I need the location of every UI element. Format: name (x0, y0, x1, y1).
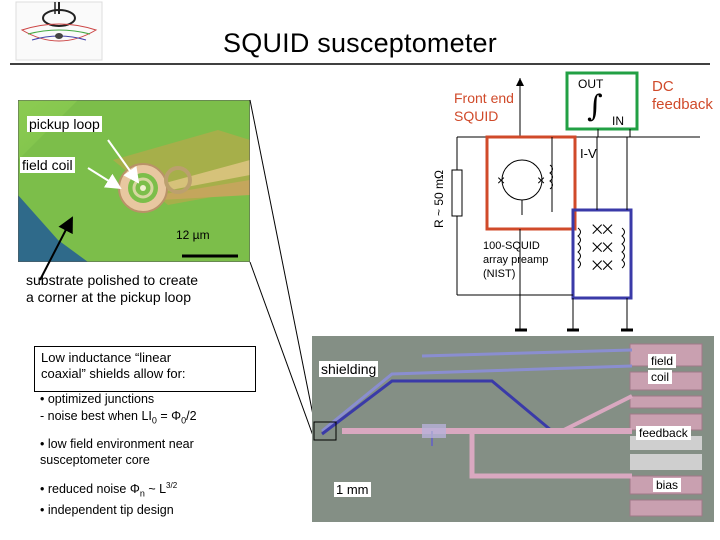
noise-best-eq: = Φ (156, 409, 182, 423)
array-label-3: (NIST) (483, 268, 516, 280)
noise-best-text: - noise best when LI (40, 409, 152, 423)
reduced-noise-sup: 3/2 (166, 481, 178, 490)
iv-label: I-V (580, 146, 597, 161)
svg-text:∫: ∫ (587, 89, 603, 124)
logo (15, 1, 103, 61)
title-underline (10, 63, 710, 65)
front-end-label-1: Front end (454, 90, 514, 106)
shielding-label: shielding (319, 361, 379, 377)
scale-bar-12um (182, 254, 238, 258)
note-box-line2: coaxial” shields allow for: (41, 366, 186, 381)
scale-1mm-label: 1 mm (334, 482, 371, 497)
array-label-1: 100-SQUID (483, 240, 540, 252)
chip-field-coil-label-2: coil (648, 370, 673, 384)
chip-field-coil-label-1: field (648, 354, 677, 368)
front-end-label-2: SQUID (454, 108, 499, 124)
noise-best-sub: 0 (151, 415, 157, 426)
bullet-low-field-1: • low field environment near (40, 437, 194, 451)
noise-best-sub2: 0 (181, 415, 187, 426)
reduced-noise-mid: ~ L (144, 482, 167, 497)
chip-feedback-label: feedback (636, 426, 691, 440)
noise-best-end: /2 (186, 409, 197, 423)
note-box-line1: Low inductance “linear (41, 350, 172, 365)
page-title: SQUID susceptometer (223, 28, 497, 58)
bullet-reduced-noise: • reduced noise Φn ~ L3/2 (40, 478, 177, 502)
substrate-label-2: a corner at the pickup loop (26, 289, 191, 305)
svg-text:⨉⨉: ⨉⨉ (592, 258, 613, 273)
field-coil-label: field coil (20, 157, 75, 173)
array-label-2: array preamp (483, 254, 549, 266)
svg-text:×: × (497, 172, 505, 188)
out-label: OUT (578, 77, 604, 91)
svg-text:⨉⨉: ⨉⨉ (592, 222, 613, 237)
bullet-independent-tip: • independent tip design (40, 503, 174, 517)
scale-12um-label: 12 µm (176, 228, 210, 242)
svg-text:⨉⨉: ⨉⨉ (592, 240, 613, 255)
reduced-noise-text: • reduced noise Φ (40, 482, 140, 497)
dc-feedback-label-2: feedback (652, 96, 713, 113)
dc-feedback-label-1: DC (652, 78, 674, 95)
chip-bias-label: bias (653, 478, 682, 492)
svg-text:×: × (537, 172, 545, 188)
resistor-label: R ~ 50 mΩ (432, 170, 446, 228)
in-label: IN (612, 114, 624, 128)
bullet-optimized-junctions: • optimized junctions (40, 392, 155, 406)
shield-note-box: Low inductance “linear coaxial” shields … (34, 346, 256, 392)
bullet-noise-best: - noise best when LI0 = Φ0/2 (40, 409, 197, 429)
reduced-noise-sub: n (139, 488, 145, 499)
pickup-loop-label: pickup loop (27, 116, 102, 132)
substrate-label-1: substrate polished to create (26, 272, 198, 288)
bullet-low-field-2: susceptometer core (40, 453, 150, 467)
